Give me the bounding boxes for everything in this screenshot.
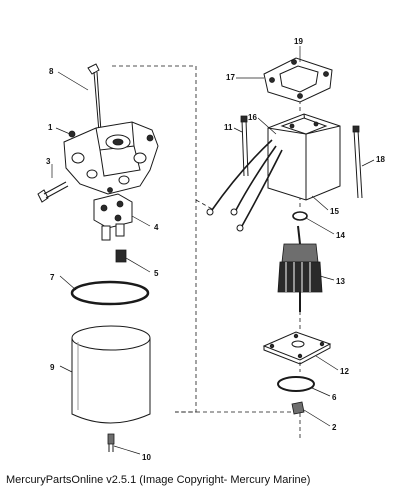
callout-17: 17 — [226, 73, 235, 82]
callout-9: 9 — [50, 363, 55, 372]
part-4-pump-assembly — [93, 193, 133, 241]
callout-10: 10 — [142, 453, 151, 462]
part-18-through-bolt — [352, 125, 363, 199]
part-3-valve-screw — [37, 181, 69, 203]
callout-3: 3 — [46, 157, 51, 166]
part-8-fill-plug — [87, 63, 102, 133]
callout-6: 6 — [332, 393, 337, 402]
callout-1: 1 — [48, 123, 53, 132]
part-14-washer — [292, 211, 308, 221]
part-1-pump-manifold — [63, 121, 159, 195]
part-11-through-bolt — [240, 115, 249, 177]
copyright-caption: MercuryPartsOnline v2.5.1 (Image Copyrig… — [6, 474, 311, 486]
callout-14: 14 — [336, 231, 345, 240]
callout-8: 8 — [49, 67, 54, 76]
part-16-wire-leads — [206, 139, 283, 232]
callout-numbers: 8 1 3 4 5 7 9 10 11 12 13 14 15 16 17 18… — [46, 37, 385, 462]
part-17-end-cap — [263, 57, 333, 103]
callout-19: 19 — [294, 37, 303, 46]
callout-16: 16 — [248, 113, 257, 122]
leader-lines — [51, 46, 375, 455]
callout-2: 2 — [332, 423, 337, 432]
part-7-o-ring — [70, 280, 150, 306]
callout-4: 4 — [154, 223, 159, 232]
callout-12: 12 — [340, 367, 349, 376]
part-12-end-plate — [262, 331, 332, 365]
part-13-armature — [277, 225, 323, 312]
part-5-filter — [115, 249, 127, 263]
part-9-reservoir — [71, 325, 151, 424]
callout-13: 13 — [336, 277, 345, 286]
part-15-motor-frame — [267, 113, 341, 201]
part-6-o-ring — [277, 376, 315, 392]
part-2-fitting — [291, 401, 305, 415]
callout-18: 18 — [376, 155, 385, 164]
callout-5: 5 — [154, 269, 159, 278]
part-10-screw — [107, 433, 115, 452]
callout-7: 7 — [50, 273, 55, 282]
callout-11: 11 — [224, 123, 233, 132]
callout-15: 15 — [330, 207, 339, 216]
